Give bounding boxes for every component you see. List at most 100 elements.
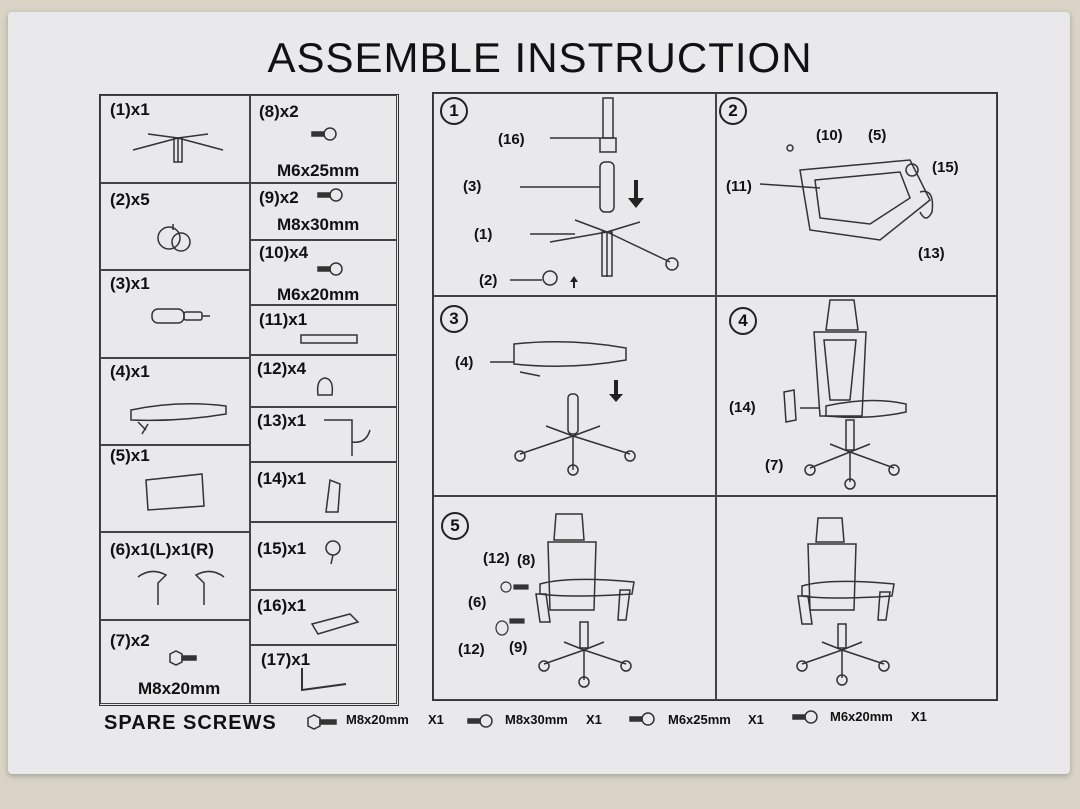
part-label-4: (4)x1: [110, 362, 150, 381]
part-cell-5: [100, 445, 250, 532]
allen-key-icon: [301, 668, 347, 692]
hex-bolt-icon: [169, 650, 197, 666]
part-label-6: (6)x1(L)x1(R): [110, 540, 214, 559]
part-size-7: M8x20mm: [138, 679, 221, 698]
part-cell-4: [100, 358, 250, 445]
step-cell-5: [433, 496, 716, 700]
spare-qty-4: X1: [911, 709, 927, 724]
mechanism-icon: [310, 613, 360, 635]
part-label-2: (2)x5: [110, 190, 150, 209]
steps-panel: [432, 92, 998, 701]
part-cell-7: [100, 620, 250, 704]
parts-list: [99, 94, 399, 706]
step-cell-3: [433, 296, 716, 496]
part-cell-2: [100, 183, 250, 270]
step-cell-1: [433, 93, 716, 296]
spare-screws-label: SPARE SCREWS: [104, 712, 277, 734]
part-label-14: (14)x1: [257, 469, 307, 488]
part-cell-14: [250, 462, 397, 522]
callout-16: (16): [498, 131, 525, 148]
part-cell-9: [250, 183, 397, 240]
part-label-16: (16)x1: [257, 596, 307, 615]
mount-plate-icon: [300, 334, 358, 344]
spare-size-3: M6x25mm: [668, 712, 731, 727]
callout-9: (9): [509, 639, 528, 656]
part-label-13: (13)x1: [257, 411, 307, 430]
part-cell-13: [250, 407, 397, 462]
callout-15: (15): [932, 159, 959, 176]
callout-1: (1): [474, 226, 493, 243]
spare-size-1: M8x20mm: [346, 712, 409, 727]
part-cell-12: [250, 355, 397, 407]
chair-icon: [535, 513, 635, 688]
screw-icon: [317, 262, 343, 276]
callout-2: (2): [479, 272, 498, 289]
spare-qty-3: X1: [748, 712, 764, 727]
step3-seat-drawing: [490, 341, 636, 476]
part-cell-11: [250, 305, 397, 355]
arrow-down-icon: [628, 180, 644, 208]
part-label-8: (8)x2: [259, 102, 299, 121]
spare-size-2: M8x30mm: [505, 712, 568, 727]
part-label-9: (9)x2: [259, 188, 299, 207]
part-label-11: (11)x1: [259, 310, 308, 329]
spare-qty-1: X1: [428, 712, 444, 727]
part-cell-3: [100, 270, 250, 358]
seat-icon: [130, 403, 227, 435]
callout-4: (4): [455, 354, 474, 371]
instruction-sheet: [8, 12, 1070, 774]
step-number-5: 5: [441, 512, 469, 540]
part-size-10: M6x20mm: [277, 285, 360, 304]
callout-8: (8): [517, 552, 536, 569]
armrest-icon: [137, 570, 225, 605]
step-cell-4: [716, 296, 997, 496]
knob-icon: [325, 540, 341, 565]
part-cell-8: [250, 95, 397, 183]
step-number-2: 2: [719, 97, 747, 125]
part-cell-15: [250, 522, 397, 590]
spare-size-4: M6x20mm: [830, 709, 893, 724]
clip-icon: [325, 478, 341, 513]
callout-11: (11): [726, 178, 752, 195]
part-cell-17: [250, 645, 397, 704]
arrow-up-icon: [570, 276, 578, 288]
step-cell-2: [716, 93, 997, 296]
part-label-1: (1)x1: [110, 100, 150, 119]
screw-icon: [629, 712, 655, 726]
callout-12-top: (12): [483, 550, 510, 567]
backrest-mesh-icon: [145, 473, 205, 511]
gas-lift-icon: [151, 308, 210, 324]
part-cell-16: [250, 590, 397, 645]
part-label-3: (3)x1: [110, 274, 150, 293]
step-number-1: 1: [440, 97, 468, 125]
part-size-8: M6x25mm: [277, 161, 360, 180]
callout-10: (10): [816, 127, 843, 144]
part-cell-10: [250, 240, 397, 305]
step-cell-6: [716, 496, 997, 700]
callout-5: (5): [868, 127, 887, 144]
screw-icon: [500, 581, 529, 593]
callout-7: (7): [765, 457, 784, 474]
step-number-3: 3: [440, 305, 468, 333]
screw-icon: [317, 188, 343, 202]
screw-icon: [311, 127, 337, 141]
spare-qty-2: X1: [586, 712, 602, 727]
part-label-5: (5)x1: [110, 446, 150, 465]
page-title: ASSEMBLE INSTRUCTION: [267, 34, 813, 81]
part-label-12: (12)x4: [257, 359, 307, 378]
part-cell-1: [100, 95, 250, 183]
callout-6: (6): [468, 594, 487, 611]
part-label-7: (7)x2: [110, 631, 150, 650]
chair-icon: [783, 299, 907, 490]
callout-3: (3): [463, 178, 482, 195]
hex-bolt-icon: [307, 714, 337, 730]
screw-icon: [792, 710, 818, 724]
callout-14: (14): [729, 399, 756, 416]
chair-base-icon: [132, 133, 224, 163]
step-number-4: 4: [729, 307, 757, 335]
step2-seat-underside-drawing: [759, 144, 934, 241]
cap-icon: [316, 377, 334, 396]
part-label-15: (15)x1: [257, 539, 307, 558]
arrow-down-icon: [609, 380, 623, 402]
part-label-10: (10)x4: [259, 243, 309, 262]
